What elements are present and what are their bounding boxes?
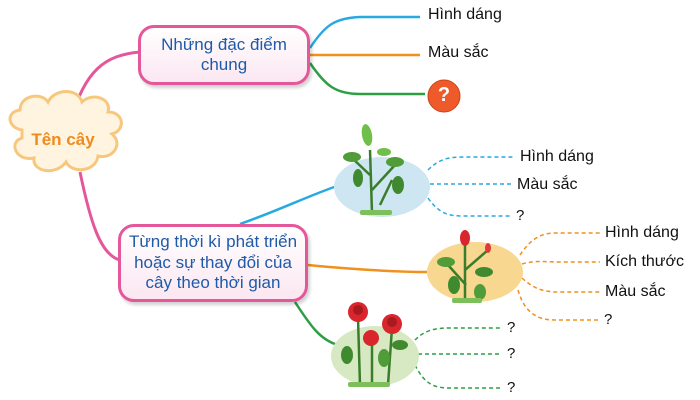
common-features-box: Những đặc điểm chung — [138, 25, 310, 85]
stage2-item-question: ? — [604, 311, 613, 328]
common-title-line2: chung — [200, 55, 248, 74]
center-cloud — [8, 90, 123, 173]
stage1-item-shape: Hình dáng — [520, 148, 594, 165]
stage3-branches — [414, 327, 500, 389]
stage1-item-color: Màu sắc — [517, 176, 578, 193]
growth-title-line2: hoặc sự thay đổi của — [134, 252, 292, 272]
connector-growth-stage1 — [239, 183, 341, 226]
stage2-item-size: Kích thước — [605, 253, 685, 270]
stage2-item-shape: Hình dáng — [605, 224, 679, 241]
stage3-plant-image — [331, 302, 419, 387]
center-title: Tên cây — [31, 130, 95, 149]
stage2-plant-image — [427, 230, 523, 303]
connector-growth-stage2 — [307, 263, 431, 274]
stage2-item-color: Màu sắc — [605, 283, 666, 300]
connector-growth-stage3 — [293, 301, 339, 347]
stage3-item-question-3: ? — [507, 379, 516, 396]
connector-center-to-growth — [78, 171, 121, 262]
connector-common-question — [308, 62, 425, 96]
common-item-shape: Hình dáng — [428, 6, 502, 23]
stage1-branches — [427, 156, 515, 217]
question-bubble — [427, 79, 461, 113]
growth-stages-box: Từng thời kì phát triển hoặc sự thay đổi… — [118, 224, 308, 302]
stage3-item-question-2: ? — [507, 345, 516, 362]
stage1-item-question: ? — [516, 207, 525, 224]
stage1-plant-image — [334, 124, 430, 217]
stage3-item-question-1: ? — [507, 319, 516, 336]
common-title-line1: Những đặc điểm — [161, 34, 287, 54]
connector-common-shape — [308, 15, 420, 49]
question-mark-icon: ? — [437, 84, 451, 106]
growth-title-line3: cây theo thời gian — [145, 273, 281, 293]
growth-title-line1: Từng thời kì phát triển — [128, 232, 298, 252]
common-item-color: Màu sắc — [428, 44, 489, 61]
stage2-branches — [517, 232, 600, 321]
